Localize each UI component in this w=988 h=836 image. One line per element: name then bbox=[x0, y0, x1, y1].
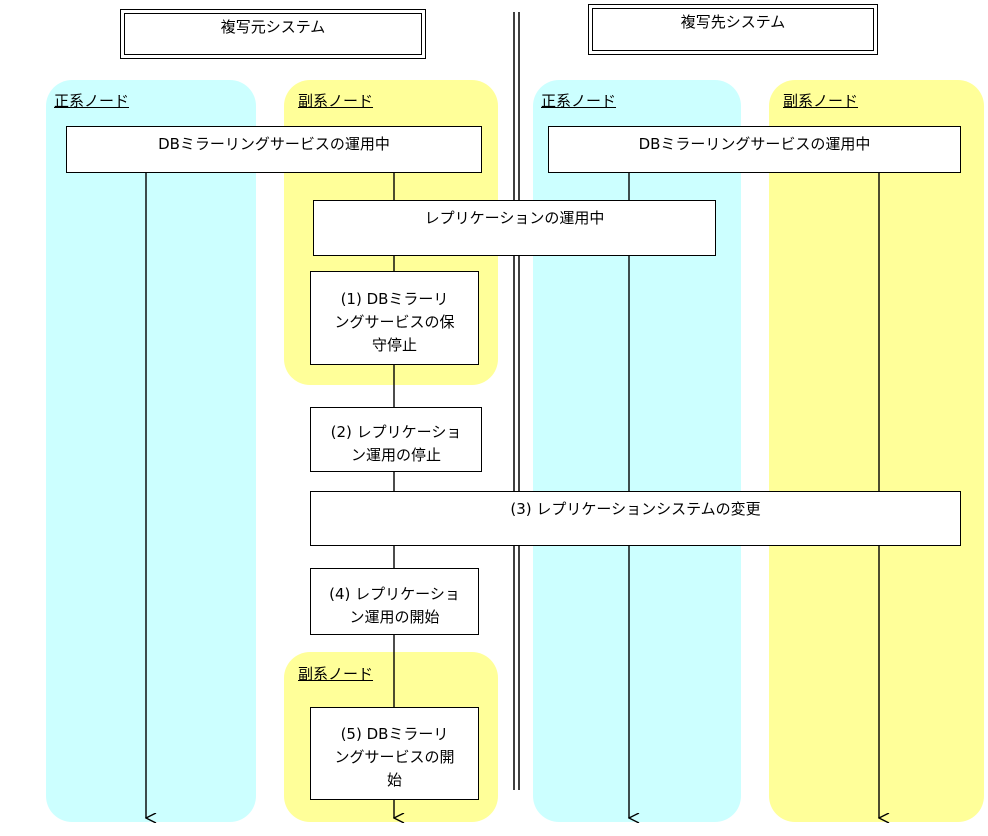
step1-line-2: ングサービスの保 bbox=[334, 312, 455, 331]
tgt-secondary-lane bbox=[769, 80, 984, 822]
step4-line-2: ン運用の開始 bbox=[349, 607, 440, 626]
replication-running-box: レプリケーションの運用中 bbox=[313, 200, 716, 256]
step2-box: (2) レプリケーショ ン運用の停止 bbox=[310, 407, 482, 472]
lane-label-tgt-secondary: 副系ノード bbox=[783, 92, 859, 110]
step4-box: (4) レプリケーショ ン運用の開始 bbox=[310, 568, 479, 635]
lane-label-src-primary: 正系ノード bbox=[54, 92, 130, 110]
replication-running-text: レプリケーションの運用中 bbox=[424, 209, 605, 227]
step1-line-3: 守停止 bbox=[371, 335, 417, 354]
lane-label-src-secondary: 副系ノード bbox=[298, 92, 374, 110]
lane-label-tgt-primary: 正系ノード bbox=[541, 92, 617, 110]
tgt-db-mirroring-running-box: DBミラーリングサービスの運用中 bbox=[548, 126, 961, 173]
step5-line-3: 始 bbox=[386, 771, 402, 789]
step5-line-2: ングサービスの開 bbox=[334, 748, 455, 766]
step5-line-1: (5) DBミラーリ bbox=[340, 725, 449, 743]
step2-line-1: (2) レプリケーショ bbox=[330, 422, 462, 441]
step3-box: (3) レプリケーションシステムの変更 bbox=[310, 491, 961, 546]
src-db-mirroring-running-box: DBミラーリングサービスの運用中 bbox=[66, 126, 482, 173]
step1-line-1: (1) DBミラーリ bbox=[340, 289, 449, 308]
step5-box: (5) DBミラーリ ングサービスの開 始 bbox=[310, 707, 479, 800]
step3-text: (3) レプリケーションシステムの変更 bbox=[510, 500, 761, 518]
step2-line-2: ン運用の停止 bbox=[350, 445, 441, 464]
source-system-title: 複写元システム bbox=[124, 13, 422, 55]
step4-line-1: (4) レプリケーショ bbox=[329, 584, 460, 603]
target-system-title: 複写先システム bbox=[592, 8, 874, 51]
tgt-db-mirroring-running-text: DBミラーリングサービスの運用中 bbox=[638, 135, 871, 153]
lane-label-src-secondary-2: 副系ノード bbox=[298, 665, 374, 683]
step1-box: (1) DBミラーリ ングサービスの保 守停止 bbox=[310, 271, 479, 365]
src-db-mirroring-running-text: DBミラーリングサービスの運用中 bbox=[158, 135, 390, 153]
src-primary-lane bbox=[46, 80, 256, 822]
